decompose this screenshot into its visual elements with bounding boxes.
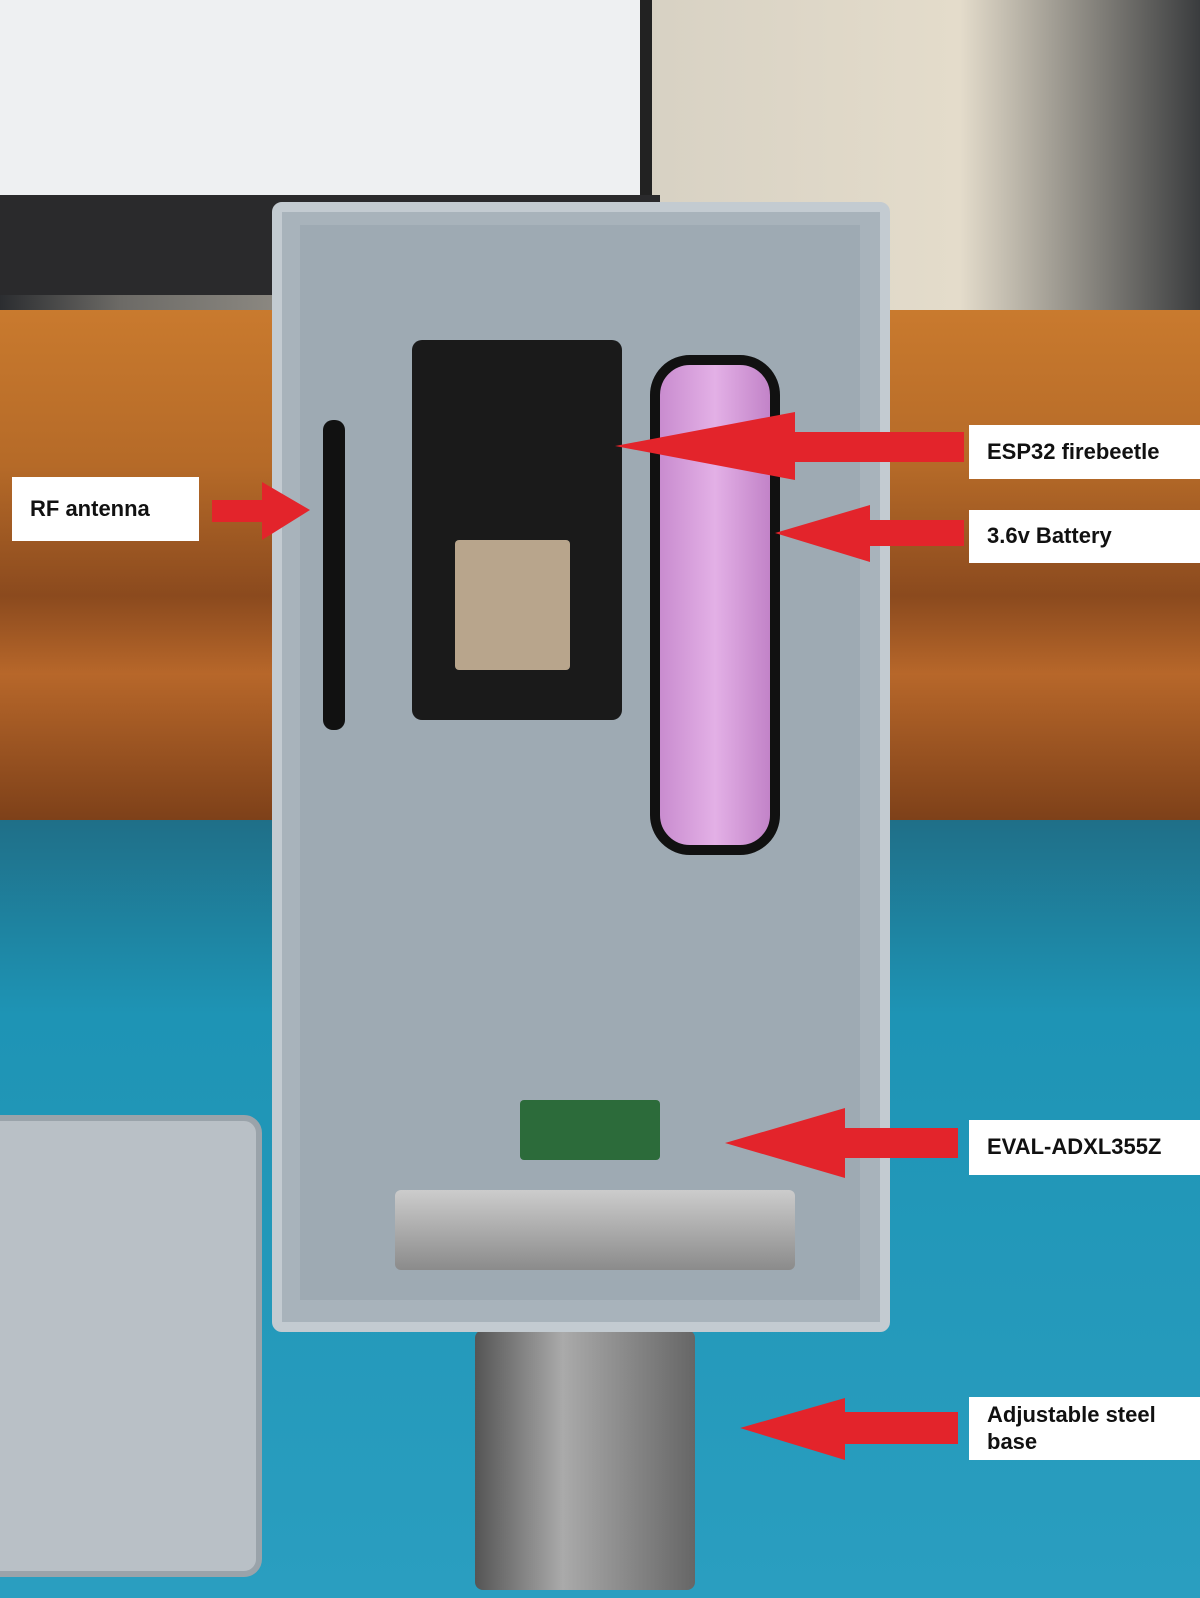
label-battery: 3.6v Battery xyxy=(969,510,1200,563)
accelerometer-board xyxy=(520,1100,660,1160)
arrow-rf-antenna xyxy=(212,482,310,540)
monitor-screen xyxy=(0,0,652,195)
arrow-sensor xyxy=(725,1108,958,1178)
wifi-module xyxy=(455,540,570,670)
steel-plate xyxy=(395,1190,795,1270)
arrow-base xyxy=(740,1398,958,1460)
arrow-esp32 xyxy=(615,412,964,480)
enclosure-lid xyxy=(0,1115,262,1577)
steel-bolt xyxy=(475,1330,695,1590)
rf-antenna-part xyxy=(323,420,345,730)
label-base: Adjustable steel base xyxy=(969,1397,1200,1460)
arrow-battery xyxy=(775,505,964,562)
label-rf-antenna: RF antenna xyxy=(12,477,199,541)
label-sensor: EVAL-ADXL355Z xyxy=(969,1120,1200,1175)
label-esp32: ESP32 firebeetle xyxy=(969,425,1200,479)
